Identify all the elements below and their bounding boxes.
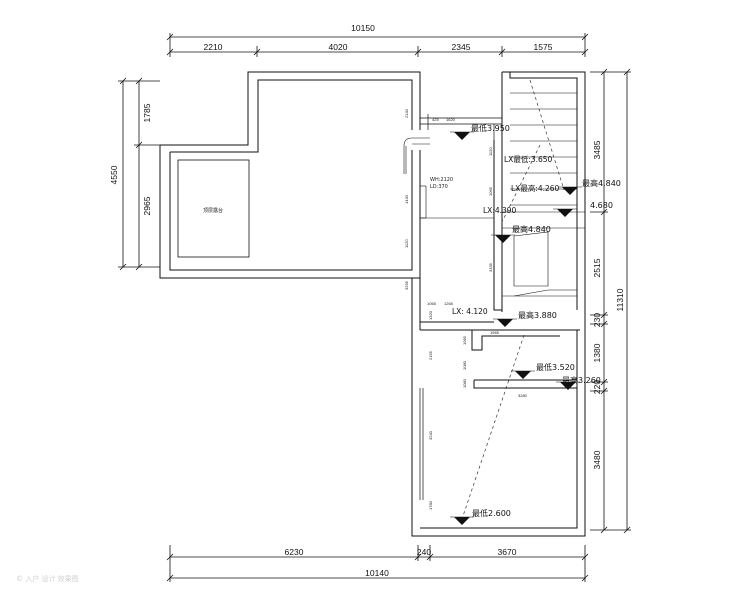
marker-baselines [450, 131, 582, 518]
label-beam: LX:4.390 [483, 206, 517, 215]
label-beam-low: LX最低:3.650 [504, 154, 553, 164]
small-dim-l: 1080 [462, 360, 467, 370]
label-ceiling-low-3: 最低2.600 [472, 508, 511, 518]
bottom-total-dim: 10140 [365, 568, 389, 578]
terrace-pool [177, 159, 250, 258]
small-dim-d: 1120 [488, 147, 493, 156]
small-dim-f: 1120 [404, 239, 409, 248]
label-beam-low-2: LX最高:4.260 [511, 183, 560, 193]
bottom-seg-3: 3670 [498, 547, 517, 557]
small-dim-q: 3240 [428, 430, 433, 440]
left-dimension-line [118, 77, 160, 271]
left-total-dim: 4550 [109, 165, 119, 184]
top-total-dim: 10150 [351, 23, 375, 33]
label-beam-mid: LX: 4.120 [452, 307, 488, 316]
window-note-2: LD:370 [430, 184, 448, 190]
top-seg-2: 4020 [329, 42, 348, 52]
right-seg-1: 3485 [592, 140, 602, 159]
small-dim-n: 1565 [490, 330, 500, 335]
watermark: © 入户 设计 效果图 [16, 575, 79, 583]
window-lower-left [419, 388, 424, 500]
right-dimension-line [590, 68, 631, 534]
small-dim-e: 1430 [404, 194, 409, 204]
right-seg-2: 2515 [592, 258, 602, 277]
staircase [502, 92, 585, 297]
window-left-wall [420, 185, 494, 219]
bottom-dimension-line [166, 545, 589, 582]
small-dim-i: 3335 [488, 262, 493, 272]
small-dim-s: 1320 [428, 310, 433, 320]
right-total-dim: 11310 [615, 288, 625, 311]
small-dim-k: 1065 [462, 335, 467, 345]
right-seg-4: 1380 [592, 343, 602, 362]
door-swing [403, 137, 430, 174]
small-dim-g: 1065 [488, 186, 493, 196]
window-note-1: WH:2120 [430, 177, 453, 183]
small-dim-b: 1620 [446, 117, 456, 122]
label-ceiling-high-1: 最高4.840 [582, 178, 621, 188]
top-dimension-line [166, 33, 589, 57]
small-dim-h: 1265 [444, 301, 454, 306]
small-dim-c: 2140 [404, 108, 409, 118]
right-seg-5: 220 [592, 380, 602, 394]
label-ceiling-high-4: 最高3.260 [562, 375, 601, 385]
level-markers [454, 132, 578, 525]
top-seg-1: 2210 [204, 42, 223, 52]
right-seg-6: 3480 [592, 450, 602, 469]
bottom-seg-1: 6230 [285, 547, 304, 557]
small-dim-m: 3280 [518, 393, 528, 398]
small-dim-r: 1780 [428, 500, 433, 510]
top-seg-4: 1575 [534, 42, 553, 52]
small-dim-p: 2155 [428, 350, 433, 360]
slope-lines [460, 79, 565, 523]
right-seg-3: 230 [592, 313, 602, 327]
small-dim-j: 1065 [427, 301, 437, 306]
small-dim-a: 425 [432, 117, 439, 122]
room-name-label: 顶层露台 [203, 207, 223, 214]
window-top-right [420, 114, 502, 140]
left-seg-2: 2965 [142, 196, 152, 215]
bottom-seg-2: 240 [417, 547, 431, 557]
top-seg-3: 2345 [452, 42, 471, 52]
label-ceiling-low-2: 最低3.520 [536, 362, 575, 372]
label-4680: 4.680 [590, 201, 613, 210]
label-ceiling-high-3: 最高3.880 [518, 310, 557, 320]
left-seg-1: 1785 [142, 103, 152, 122]
small-dim-t: 3295 [404, 280, 409, 290]
walls [159, 71, 586, 537]
label-ceiling-low-1: 最低3.950 [471, 123, 510, 133]
small-dim-o: 1080 [462, 378, 467, 388]
label-ceiling-high-2: 最高4.840 [512, 224, 551, 234]
